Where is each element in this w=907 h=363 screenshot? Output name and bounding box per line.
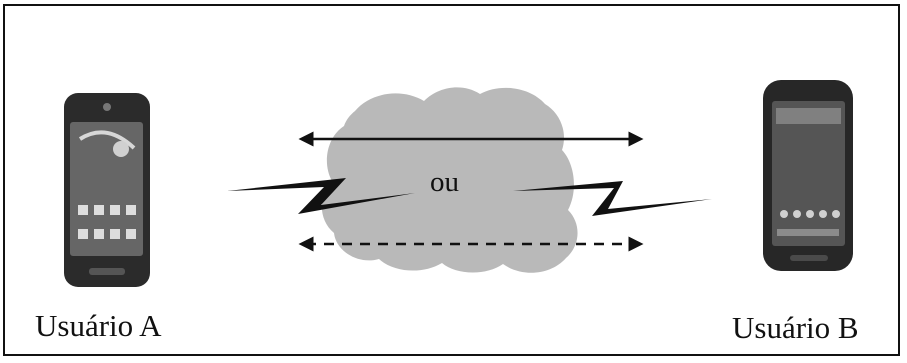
right-lightning-icon xyxy=(513,181,712,216)
user-a-label: Usuário A xyxy=(35,308,162,343)
phone-b-icon xyxy=(763,80,853,271)
user-b-label: Usuário B xyxy=(732,310,859,345)
left-lightning-icon xyxy=(227,178,415,214)
phone-a-icon xyxy=(64,93,150,287)
center-or-label: ou xyxy=(430,166,459,198)
